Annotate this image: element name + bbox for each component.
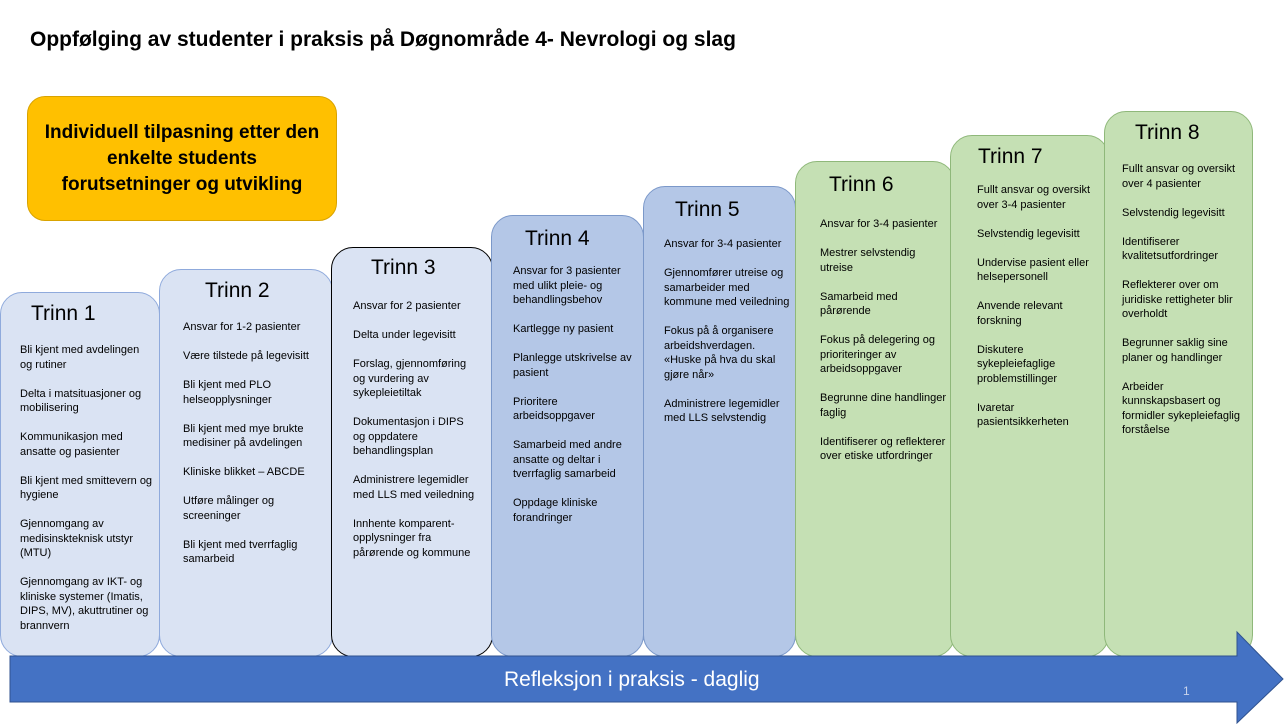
arrow-label: Refleksjon i praksis - daglig [504, 668, 760, 691]
step-card-8: Trinn 8 Fullt ansvar og oversikt over 4 … [1104, 111, 1253, 657]
step-title: Trinn 1 [31, 302, 96, 325]
list-item: Bli kjent med tverrfaglig samarbeid [183, 538, 298, 566]
list-item: Ansvar for 1-2 pasienter [183, 321, 301, 333]
step-item-list: Bli kjent med avdelingen og rutiner Delt… [20, 343, 154, 648]
list-item: Gjennomgang av IKT- og kliniske systemer… [20, 576, 149, 632]
list-item: Bli kjent med smittevern og hygiene [20, 474, 153, 502]
step-item-list: Ansvar for 1-2 pasienter Være tilstede p… [183, 320, 311, 581]
step-card-7: Trinn 7 Fullt ansvar og oversikt over 3-… [950, 135, 1109, 657]
list-item: Oppdage kliniske forandringer [513, 497, 598, 524]
step-title: Trinn 7 [978, 145, 1043, 168]
list-item: Delta i matsituasjoner og mobilisering [20, 387, 142, 415]
step-title: Trinn 2 [205, 279, 270, 302]
list-item: Fullt ansvar og oversikt over 4 pasiente… [1122, 163, 1236, 190]
list-item: Selvstendig legevisitt [977, 227, 1080, 240]
list-item: Identifiserer og reflekterer over etiske… [820, 435, 946, 463]
list-item: Ivaretar pasientsikkerheten [977, 401, 1069, 429]
list-item: Gjennomfører utreise og samarbeider med … [664, 267, 790, 308]
step-title: Trinn 4 [525, 227, 590, 250]
step-title: Trinn 6 [829, 173, 894, 196]
step-item-list: Ansvar for 2 pasienter Delta under legev… [353, 299, 477, 575]
page-number: 1 [1183, 684, 1190, 698]
list-item: Kartlegge ny pasient [513, 323, 614, 335]
list-item: Fullt ansvar og oversikt over 3-4 pasien… [977, 184, 1091, 211]
step-item-list: Ansvar for 3 pasienter med ulikt pleie- … [513, 264, 637, 540]
step-title: Trinn 8 [1135, 121, 1200, 144]
list-item: Prioritere arbeidsoppgaver [513, 395, 595, 423]
list-item: Bli kjent med mye brukte medisiner på av… [183, 422, 304, 450]
step-card-3: Trinn 3 Ansvar for 2 pasienter Delta und… [331, 247, 493, 657]
step-card-5: Trinn 5 Ansvar for 3-4 pasienter Gjennom… [643, 186, 796, 657]
list-item: Gjennomgang av medisinskteknisk utstyr (… [20, 518, 134, 559]
list-item: Begrunner saklig sine planer og handling… [1122, 337, 1228, 364]
list-item: Ansvar for 3 pasienter med ulikt pleie- … [513, 265, 621, 306]
list-item: Bli kjent med PLO helseopplysninger [183, 379, 272, 406]
list-item: Administrere legemidler med LLS med veil… [353, 474, 475, 501]
list-item: Innhente komparent-opplysninger fra pårø… [353, 517, 471, 559]
step-title: Trinn 3 [371, 256, 436, 279]
list-item: Bli kjent med avdelingen og rutiner [20, 344, 140, 371]
page-title: Oppfølging av studenter i praksis på Døg… [30, 28, 736, 51]
list-item: Dokumentasjon i DIPS og oppdatere behand… [353, 416, 464, 457]
step-item-list: Ansvar for 3-4 pasienter Gjennomfører ut… [664, 237, 790, 440]
list-item: Begrunne dine handlinger faglig [820, 392, 946, 419]
step-item-list: Fullt ansvar og oversikt over 3-4 pasien… [977, 183, 1101, 444]
step-card-1: Trinn 1 Bli kjent med avdelingen og ruti… [0, 292, 160, 657]
list-item: Være tilstede på legevisitt [183, 350, 309, 362]
list-item: Arbeider kunnskapsbasert og formidler sy… [1122, 380, 1240, 437]
list-item: Utføre målinger og screeninger [183, 495, 275, 522]
list-item: Delta under legevisitt [353, 329, 456, 341]
list-item: Administrere legemidler med LLS selvsten… [664, 397, 780, 425]
list-item: Mestrer selvstendig utreise [820, 247, 916, 274]
step-item-list: Fullt ansvar og oversikt over 4 pasiente… [1122, 162, 1248, 452]
list-item: Ansvar for 3-4 pasienter [664, 238, 782, 250]
list-item: Identifiserer kvalitetsutfordringer [1122, 235, 1218, 263]
list-item: Kliniske blikket – ABCDE [183, 466, 305, 478]
step-card-6: Trinn 6 Ansvar for 3-4 pasienter Mestrer… [795, 161, 955, 657]
list-item: Planlegge utskrivelse av pasient [513, 352, 632, 379]
step-card-2: Trinn 2 Ansvar for 1-2 pasienter Være ti… [159, 269, 333, 657]
list-item: Selvstendig legevisitt [1122, 206, 1225, 219]
individual-adaptation-callout: Individuell tilpasning etter den enkelte… [27, 96, 337, 221]
list-item: Samarbeid med pårørende [820, 290, 898, 318]
list-item: Kommunikasjon med ansatte og pasienter [20, 431, 123, 458]
list-item: Samarbeid med andre ansatte og deltar i … [513, 439, 622, 480]
list-item: Anvende relevant forskning [977, 300, 1063, 327]
list-item: Diskutere sykepleiefaglige problemstilli… [977, 343, 1058, 385]
list-item: Undervise pasient eller helsepersonell [977, 256, 1089, 284]
list-item: Fokus på delegering og prioriteringer av… [820, 334, 935, 375]
list-item: Reflekterer over om juridiske rettighete… [1122, 279, 1233, 320]
list-item: Ansvar for 3-4 pasienter [820, 218, 938, 230]
list-item: Ansvar for 2 pasienter [353, 300, 461, 312]
step-title: Trinn 5 [675, 198, 740, 221]
step-card-4: Trinn 4 Ansvar for 3 pasienter med ulikt… [491, 215, 644, 657]
step-item-list: Ansvar for 3-4 pasienter Mestrer selvste… [820, 217, 948, 478]
list-item: Fokus på å organisere arbeidshverdagen. … [664, 325, 776, 381]
list-item: Forslag, gjennomføring og vurdering av s… [353, 358, 467, 399]
